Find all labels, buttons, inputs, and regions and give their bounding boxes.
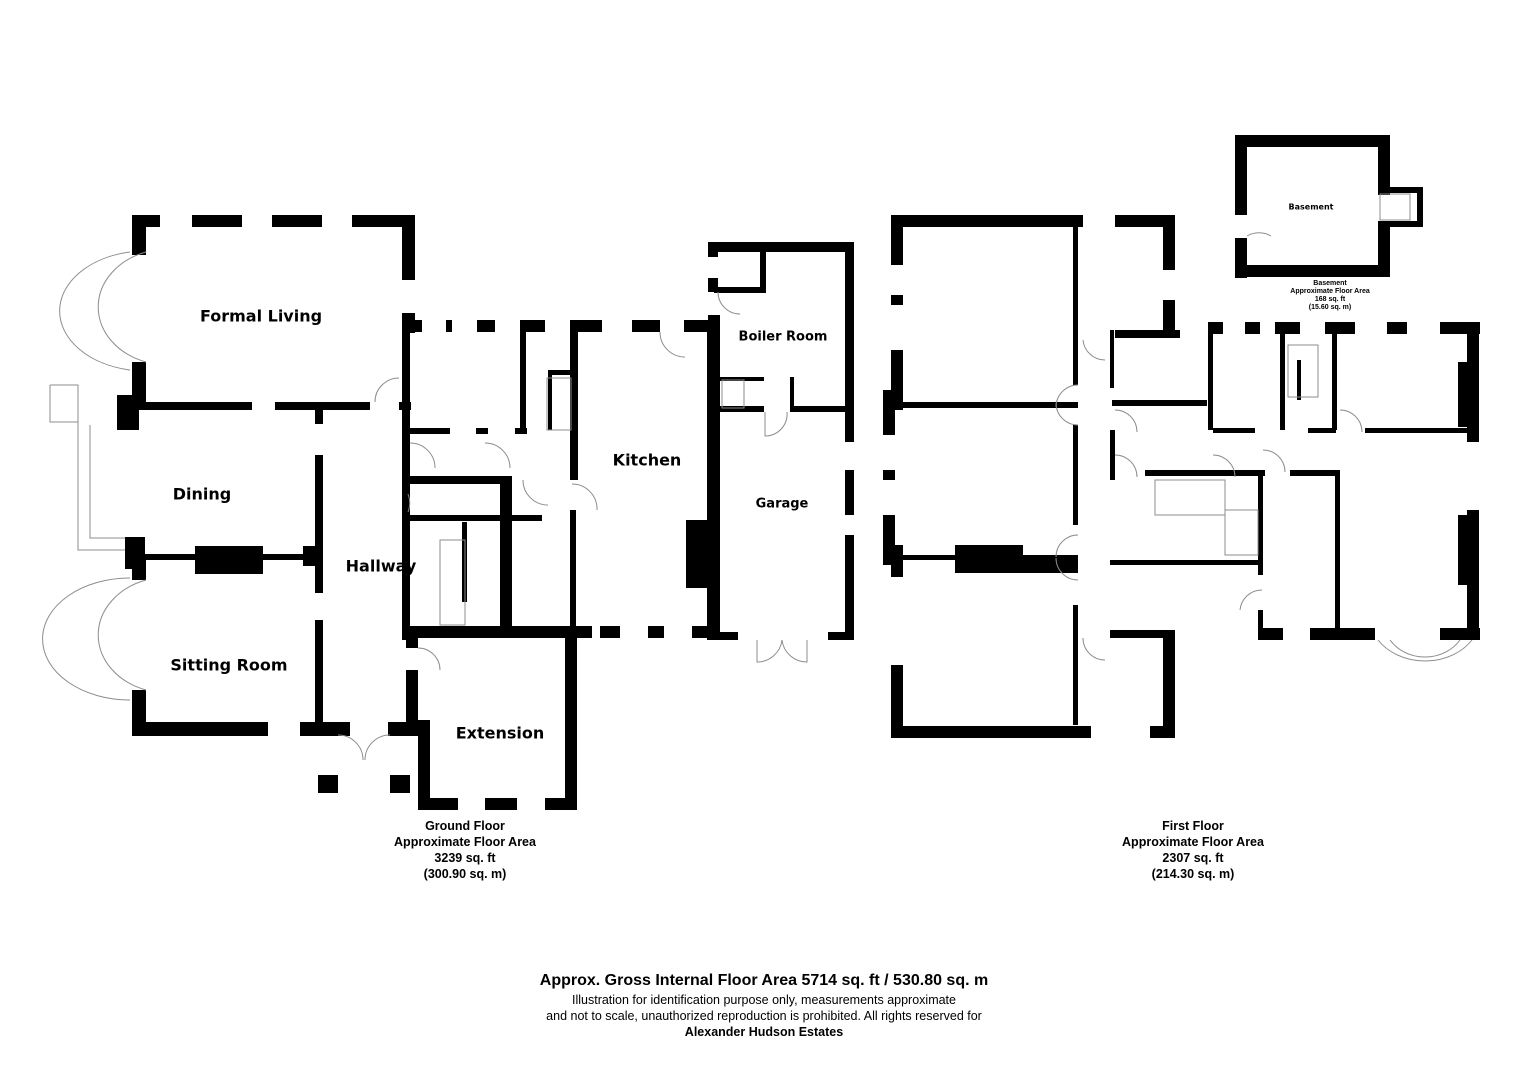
ground-floor-subtitle: Approximate Floor Area [394,835,536,849]
basement-title: Basement [1313,280,1347,287]
basement-fixtures [1246,193,1411,237]
company-name: Alexander Hudson Estates [684,1025,844,1039]
disclaimer-line-1: Illustration for identification purpose … [571,993,956,1007]
ground-floor-title: Ground Floor [425,819,505,833]
room-label-boiler-room: Boiler Room [738,329,828,345]
ground-floor-sqft: 3239 sq. ft [434,851,496,865]
first-floor-sqft: 2307 sq. ft [1162,851,1224,865]
basement-sqft: 168 sq. ft [1314,296,1346,303]
ground-floor-sqm: (300.90 sq. m) [423,867,507,881]
room-label-formal-living: Formal Living [199,306,323,326]
room-label-sitting-room: Sitting Room [170,655,288,675]
ground-floor-plan [117,215,854,810]
basement-plan [1235,135,1423,278]
first-floor-title: First Floor [1162,819,1224,833]
basement-subtitle: Approximate Floor Area [1290,288,1370,295]
basement-sqm: (15.60 sq. m) [1308,304,1352,311]
room-label-kitchen: Kitchen [612,450,682,470]
first-floor-fixtures [1055,339,1473,662]
room-label-hallway: Hallway [345,556,417,576]
basement-area: Basement Approximate Floor Area 168 sq. … [1290,280,1369,312]
room-label-basement: Basement [1288,202,1334,212]
ground-floor-area: Ground Floor Approximate Floor Area 3239… [394,818,536,882]
disclaimer-line-2: and not to scale, unauthorized reproduct… [546,1009,982,1023]
room-label-dining: Dining [172,484,232,504]
ground-floor-fixtures [42,251,808,761]
gross-area-headline: Approx. Gross Internal Floor Area 5714 s… [539,972,989,989]
room-label-extension: Extension [455,723,545,743]
room-label-garage: Garage [755,496,809,512]
first-floor-subtitle: Approximate Floor Area [1122,835,1264,849]
footer: Approx. Gross Internal Floor Area 5714 s… [540,970,988,1040]
first-floor-sqm: (214.30 sq. m) [1151,867,1235,881]
first-floor-area: First Floor Approximate Floor Area 2307 … [1122,818,1264,882]
first-floor-plan [883,215,1480,738]
